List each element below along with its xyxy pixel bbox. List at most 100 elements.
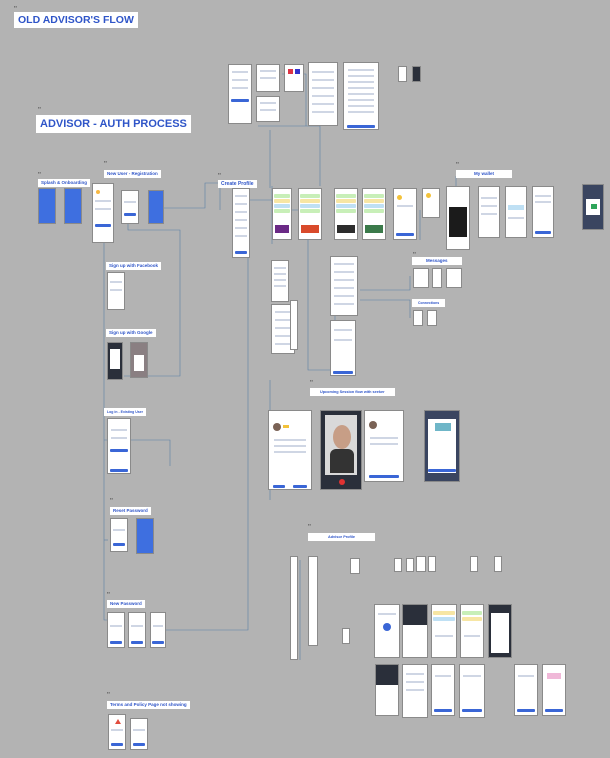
section-label-create-profile: Create Profile <box>218 180 257 188</box>
screen-thumbnail[interactable] <box>136 518 154 554</box>
frame-tag: ▪▪ <box>104 159 108 164</box>
screen-thumbnail[interactable] <box>298 188 322 240</box>
screen-thumbnail[interactable] <box>334 188 358 240</box>
screen-thumbnail[interactable] <box>416 556 426 572</box>
screen-thumbnail[interactable] <box>108 714 126 750</box>
screen-thumbnail[interactable] <box>422 188 440 218</box>
screen-thumbnail[interactable] <box>406 558 414 572</box>
screen-thumbnail[interactable] <box>232 188 250 258</box>
screen-thumbnail[interactable] <box>427 310 437 326</box>
screen-thumbnail[interactable] <box>446 186 470 250</box>
screen-thumbnail[interactable] <box>428 556 436 572</box>
screen-thumbnail[interactable] <box>394 558 402 572</box>
frame-tag: ▪▪ <box>110 496 114 501</box>
section-label-splash: Splash & Onboarding <box>38 179 91 187</box>
screen-thumbnail[interactable] <box>582 184 604 230</box>
screen-thumbnail[interactable] <box>290 556 298 660</box>
frame-tag: ▪▪ <box>310 378 314 383</box>
video-call-screen[interactable] <box>320 410 362 490</box>
screen-thumbnail[interactable] <box>343 62 379 130</box>
screen-thumbnail[interactable] <box>308 556 318 646</box>
screen-thumbnail[interactable] <box>393 188 417 240</box>
screen-thumbnail[interactable] <box>110 518 128 552</box>
screen-thumbnail[interactable] <box>256 64 280 92</box>
screen-thumbnail[interactable] <box>470 556 478 572</box>
screen-thumbnail[interactable] <box>330 256 358 316</box>
screen-thumbnail[interactable] <box>402 604 428 658</box>
screen-thumbnail[interactable] <box>505 186 527 238</box>
screen-thumbnail[interactable] <box>488 604 512 658</box>
section-label-facebook: Sign up with Facebook <box>106 262 162 270</box>
screen-thumbnail[interactable] <box>362 188 386 240</box>
screen-thumbnail[interactable] <box>431 664 455 716</box>
screen-thumbnail[interactable] <box>446 268 462 288</box>
screen-thumbnail[interactable] <box>121 190 139 224</box>
screen-thumbnail[interactable] <box>494 556 502 572</box>
screen-thumbnail[interactable] <box>150 612 166 648</box>
section-label-new-user: New User - Registration <box>104 170 161 178</box>
screen-thumbnail[interactable] <box>148 190 164 224</box>
frame-tag: ▪▪ <box>38 105 42 110</box>
frame-tag: ▪▪ <box>218 171 222 176</box>
screen-thumbnail[interactable] <box>92 183 114 243</box>
screen-thumbnail[interactable] <box>128 612 146 648</box>
screen-thumbnail[interactable] <box>107 418 131 474</box>
screen-thumbnail[interactable] <box>130 718 148 750</box>
screen-thumbnail[interactable] <box>412 66 421 82</box>
board-title: OLD ADVISOR'S FLOW <box>14 12 138 28</box>
frame-tag: ▪▪ <box>413 250 417 255</box>
section-label-advisor-profile: Advisor Profile <box>308 533 376 541</box>
section-label-terms: Terms and Policy Page not showing <box>107 701 190 709</box>
section-label-google: Sign up with Google <box>106 329 156 337</box>
screen-thumbnail[interactable] <box>460 604 484 658</box>
section-label-connections: Connections <box>412 299 446 307</box>
screen-thumbnail[interactable] <box>284 64 304 92</box>
section-label-new-password: New Password <box>107 600 145 608</box>
screen-thumbnail[interactable] <box>432 268 442 288</box>
screen-thumbnail[interactable] <box>532 186 554 238</box>
screen-thumbnail[interactable] <box>375 664 399 716</box>
screen-thumbnail[interactable] <box>374 604 400 658</box>
section-label-login: Log in - Existing User <box>104 408 146 416</box>
board-subtitle: ADVISOR - AUTH PROCESS <box>36 115 191 133</box>
frame-tag: ▪▪ <box>107 590 111 595</box>
screen-thumbnail[interactable] <box>514 664 538 716</box>
screen-thumbnail[interactable] <box>431 604 457 658</box>
screen-thumbnail[interactable] <box>398 66 407 82</box>
screen-thumbnail[interactable] <box>308 62 338 126</box>
section-label-upcoming: Upcoming Session flow with seeker <box>310 388 395 396</box>
screen-thumbnail[interactable] <box>330 320 356 376</box>
screen-thumbnail[interactable] <box>107 342 123 380</box>
screen-thumbnail[interactable] <box>256 96 280 122</box>
screen-thumbnail[interactable] <box>290 300 298 350</box>
screen-thumbnail[interactable] <box>107 272 125 310</box>
screen-thumbnail[interactable] <box>228 64 252 124</box>
frame-tag: ▪▪ <box>38 170 42 175</box>
section-label-reset: Reset Password <box>110 507 151 515</box>
frame-tag: ▪▪ <box>308 522 312 527</box>
screen-thumbnail[interactable] <box>268 410 312 490</box>
screen-thumbnail[interactable] <box>542 664 566 716</box>
frame-tag: ▪▪ <box>456 160 460 165</box>
screen-thumbnail[interactable] <box>38 188 56 224</box>
screen-thumbnail[interactable] <box>478 186 500 238</box>
frame-tag: ▪▪ <box>107 690 111 695</box>
screen-thumbnail[interactable] <box>130 342 148 378</box>
screen-thumbnail[interactable] <box>107 612 125 648</box>
screen-thumbnail[interactable] <box>272 188 292 240</box>
section-label-messages: Messages <box>412 257 462 265</box>
frame-tag: ▪▪ <box>14 4 18 9</box>
screen-thumbnail[interactable] <box>413 268 429 288</box>
screen-thumbnail[interactable] <box>364 410 404 482</box>
screen-thumbnail[interactable] <box>271 260 289 302</box>
screen-thumbnail[interactable] <box>402 664 428 718</box>
screen-thumbnail[interactable] <box>64 188 82 224</box>
screen-thumbnail[interactable] <box>424 410 460 482</box>
screen-thumbnail[interactable] <box>342 628 350 644</box>
screen-thumbnail[interactable] <box>350 558 360 574</box>
screen-thumbnail[interactable] <box>459 664 485 718</box>
section-label-wallet: My wallet <box>456 170 513 178</box>
screen-thumbnail[interactable] <box>413 310 423 326</box>
